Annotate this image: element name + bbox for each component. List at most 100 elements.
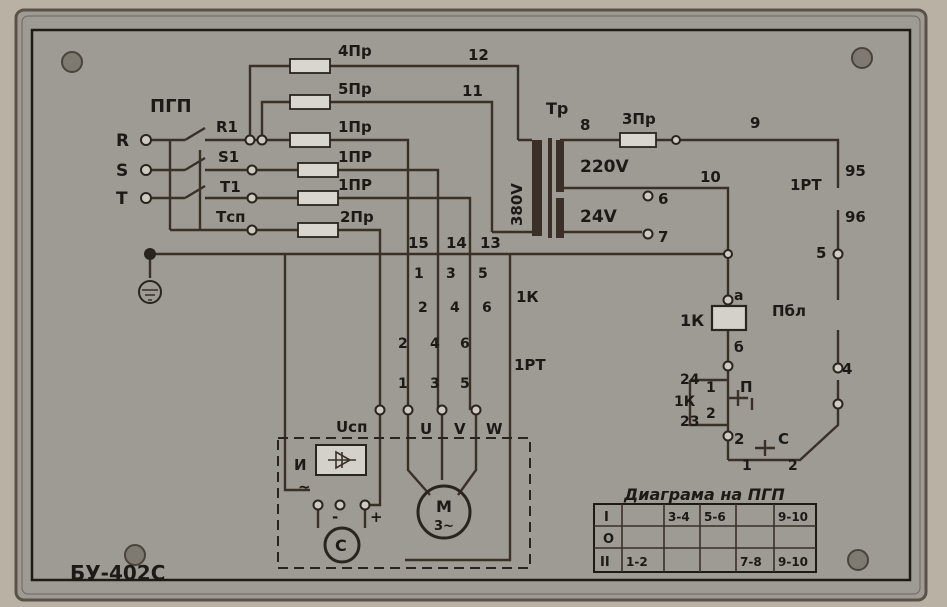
motor-m-label: M (436, 497, 452, 516)
transformer-secondary-b (556, 198, 564, 238)
rectifier-ac-label: ~ (298, 478, 311, 496)
fuse-3-label: 3Пр (622, 110, 656, 128)
contact-top-1: 1 (414, 266, 424, 282)
plate-inner-edge (21, 15, 921, 595)
wire-10-label: 10 (700, 168, 721, 186)
wire-9-label: 9 (750, 114, 760, 132)
ground-icon (138, 248, 162, 304)
contact-mid-6: 6 (482, 300, 492, 316)
diagram-title: Диаграма на ПГП (623, 485, 785, 504)
diagram-cell: 5-6 (704, 510, 726, 524)
contact-low-6: 6 (460, 336, 470, 352)
motor-w-label: W (486, 420, 503, 438)
wire-95-label: 95 (845, 162, 866, 180)
transformer-24v-label: 24V (580, 207, 618, 227)
contact-low-2: 2 (398, 336, 408, 352)
transformer-label: Тр (546, 99, 568, 118)
terminal-tcp-label: Tсп (216, 208, 246, 226)
diagram-row-3-pos: II (600, 555, 610, 570)
transformer-secondary-a (556, 140, 564, 192)
terminal-r1-label: R1 (216, 118, 238, 136)
fuse-1c-label: 1ПР (338, 176, 372, 194)
brake-coil (323, 526, 361, 564)
motor-v-label: V (454, 420, 466, 438)
brake-coil-label: С (335, 536, 347, 555)
coil-a-label: а (734, 288, 743, 304)
terminal-s1-label: S1 (218, 148, 239, 166)
screw-icon (61, 51, 83, 73)
interlock-label: Пбл (772, 302, 806, 320)
fuses (289, 58, 657, 238)
diagram-row-1-pos: I (604, 510, 609, 525)
rectifier-minus-label: - (332, 508, 338, 526)
contactor-coil (710, 304, 748, 332)
input-t-label: T (116, 189, 128, 209)
screw-icon (124, 544, 146, 566)
rectifier-i-label: И (294, 456, 307, 474)
relay-rt-label: 1РТ (790, 176, 822, 194)
contact-bot-3: 3 (430, 376, 440, 392)
input-r-label: R (116, 131, 129, 151)
motor-phase-label: 3~ (434, 519, 454, 534)
transformer-220v-label: 220V (580, 157, 629, 177)
aux-24-label: 24 (680, 372, 700, 388)
start-2-label: 2 (706, 406, 716, 422)
fuse-2-label: 2Пр (340, 208, 374, 226)
screw-icon (847, 549, 869, 571)
transformer-primary-voltage: 380V (508, 183, 526, 226)
diagram-row-2-pos: O (603, 532, 614, 547)
rectifier-plus-label: + (370, 508, 383, 526)
coil-1k-label: 1К (680, 311, 704, 330)
thermal-relay-label: 1РТ (514, 356, 546, 374)
aux-23-label: 23 (680, 414, 699, 430)
motor-u-label: U (420, 420, 432, 438)
wire-11-label: 11 (462, 82, 483, 100)
wire-12-label: 12 (468, 46, 489, 64)
start-1-label: 1 (706, 380, 716, 396)
diagram-cell: 9-10 (778, 510, 808, 524)
coil-b-label: б (734, 340, 744, 356)
plate-border (30, 28, 912, 582)
switch-label: ПГП (150, 96, 192, 117)
wire-14-label: 14 (446, 234, 467, 252)
fuse-4-label: 4Пр (338, 42, 372, 60)
motor-icon (416, 484, 472, 540)
input-s-label: S (116, 161, 128, 181)
aux-1k-label: 1К (674, 394, 696, 410)
transformer-primary (532, 140, 542, 236)
model-label: БУ-402С (70, 561, 165, 585)
contact-bot-1: 1 (398, 376, 408, 392)
wire-13-label: 13 (480, 234, 501, 252)
node-2-label: 2 (734, 430, 744, 448)
stop-1-label: 1 (742, 458, 752, 474)
wire-8-label: 8 (580, 116, 590, 134)
diagram-cell: 9-10 (778, 555, 808, 569)
start-p-label: П (740, 378, 753, 396)
contact-mid-4: 4 (450, 300, 460, 316)
wire-96-label: 96 (845, 208, 866, 226)
screw-icon (851, 47, 873, 69)
switch-diagram-table: Диаграма на ПГП I 3-4 5-6 9-10 O II 1-2 … (593, 485, 817, 573)
rectifier-voltage-label: Uсп (336, 418, 367, 436)
start-button (728, 390, 754, 410)
contact-low-4: 4 (430, 336, 440, 352)
tap-6-label: 6 (658, 190, 668, 208)
stop-2-label: 2 (788, 458, 798, 474)
terminal-t1-label: T1 (220, 178, 241, 196)
rectifier-dashed-box (277, 437, 531, 569)
contact-top-5: 5 (478, 266, 488, 282)
fuse-1a-label: 1Пр (338, 118, 372, 136)
diode-icon (328, 450, 356, 470)
fuse-1b-label: 1ПР (338, 148, 372, 166)
wiring (150, 64, 840, 562)
stop-c-label: С (778, 430, 789, 448)
wire-4-label: 4 (842, 360, 852, 378)
stop-button (755, 440, 775, 456)
contact-mid-2: 2 (418, 300, 428, 316)
wire-15-label: 15 (408, 234, 429, 252)
diagram-cell: 7-8 (740, 555, 762, 569)
diagram-cell: 1-2 (626, 555, 648, 569)
wire-5-label: 5 (816, 244, 826, 262)
